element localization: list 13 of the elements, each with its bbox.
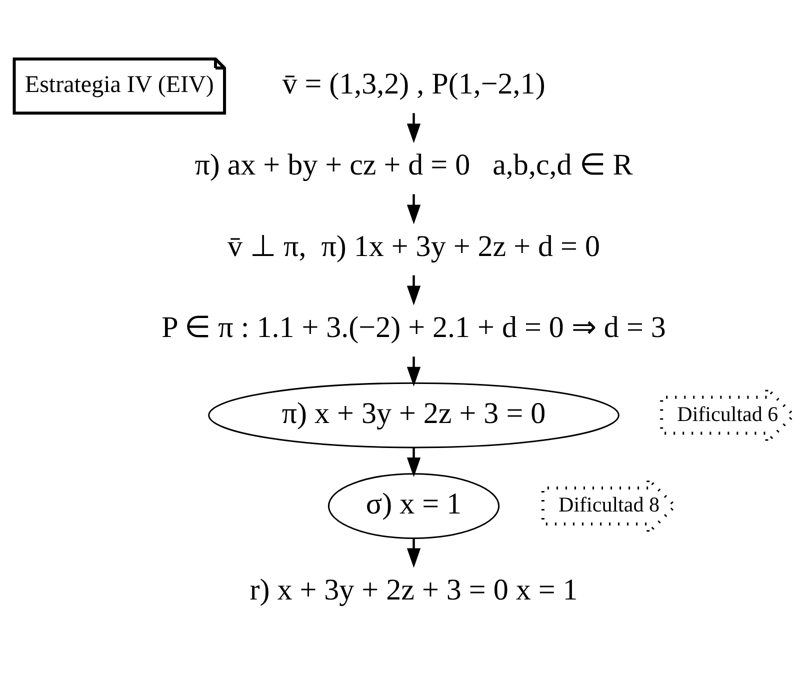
arrow <box>406 446 421 477</box>
arrow <box>406 274 421 305</box>
node-ellipse: σ) x = 1 <box>328 472 500 538</box>
node-ellipse: π) x + 3y + 2z + 3 = 0 <box>208 382 620 448</box>
node-text: v̄ ⊥ π, π) 1x + 3y + 2z + d = 0 <box>228 229 600 262</box>
arrow <box>406 356 421 386</box>
node-text: P ∈ π : 1.1 + 3.(−2) + 2.1 + d = 0 ⇒ d = 3 <box>162 310 666 344</box>
arrow <box>406 112 421 143</box>
node-text: v̄ = (1,3,2) , P(1,−2,1) <box>282 67 546 100</box>
node-text: π) ax + by + cz + d = 0 a,b,c,d ∈ R <box>194 148 633 182</box>
arrow <box>406 537 421 568</box>
arrow <box>406 194 421 224</box>
node-text: r) x + 3y + 2z + 3 = 0 x = 1 <box>250 572 578 606</box>
